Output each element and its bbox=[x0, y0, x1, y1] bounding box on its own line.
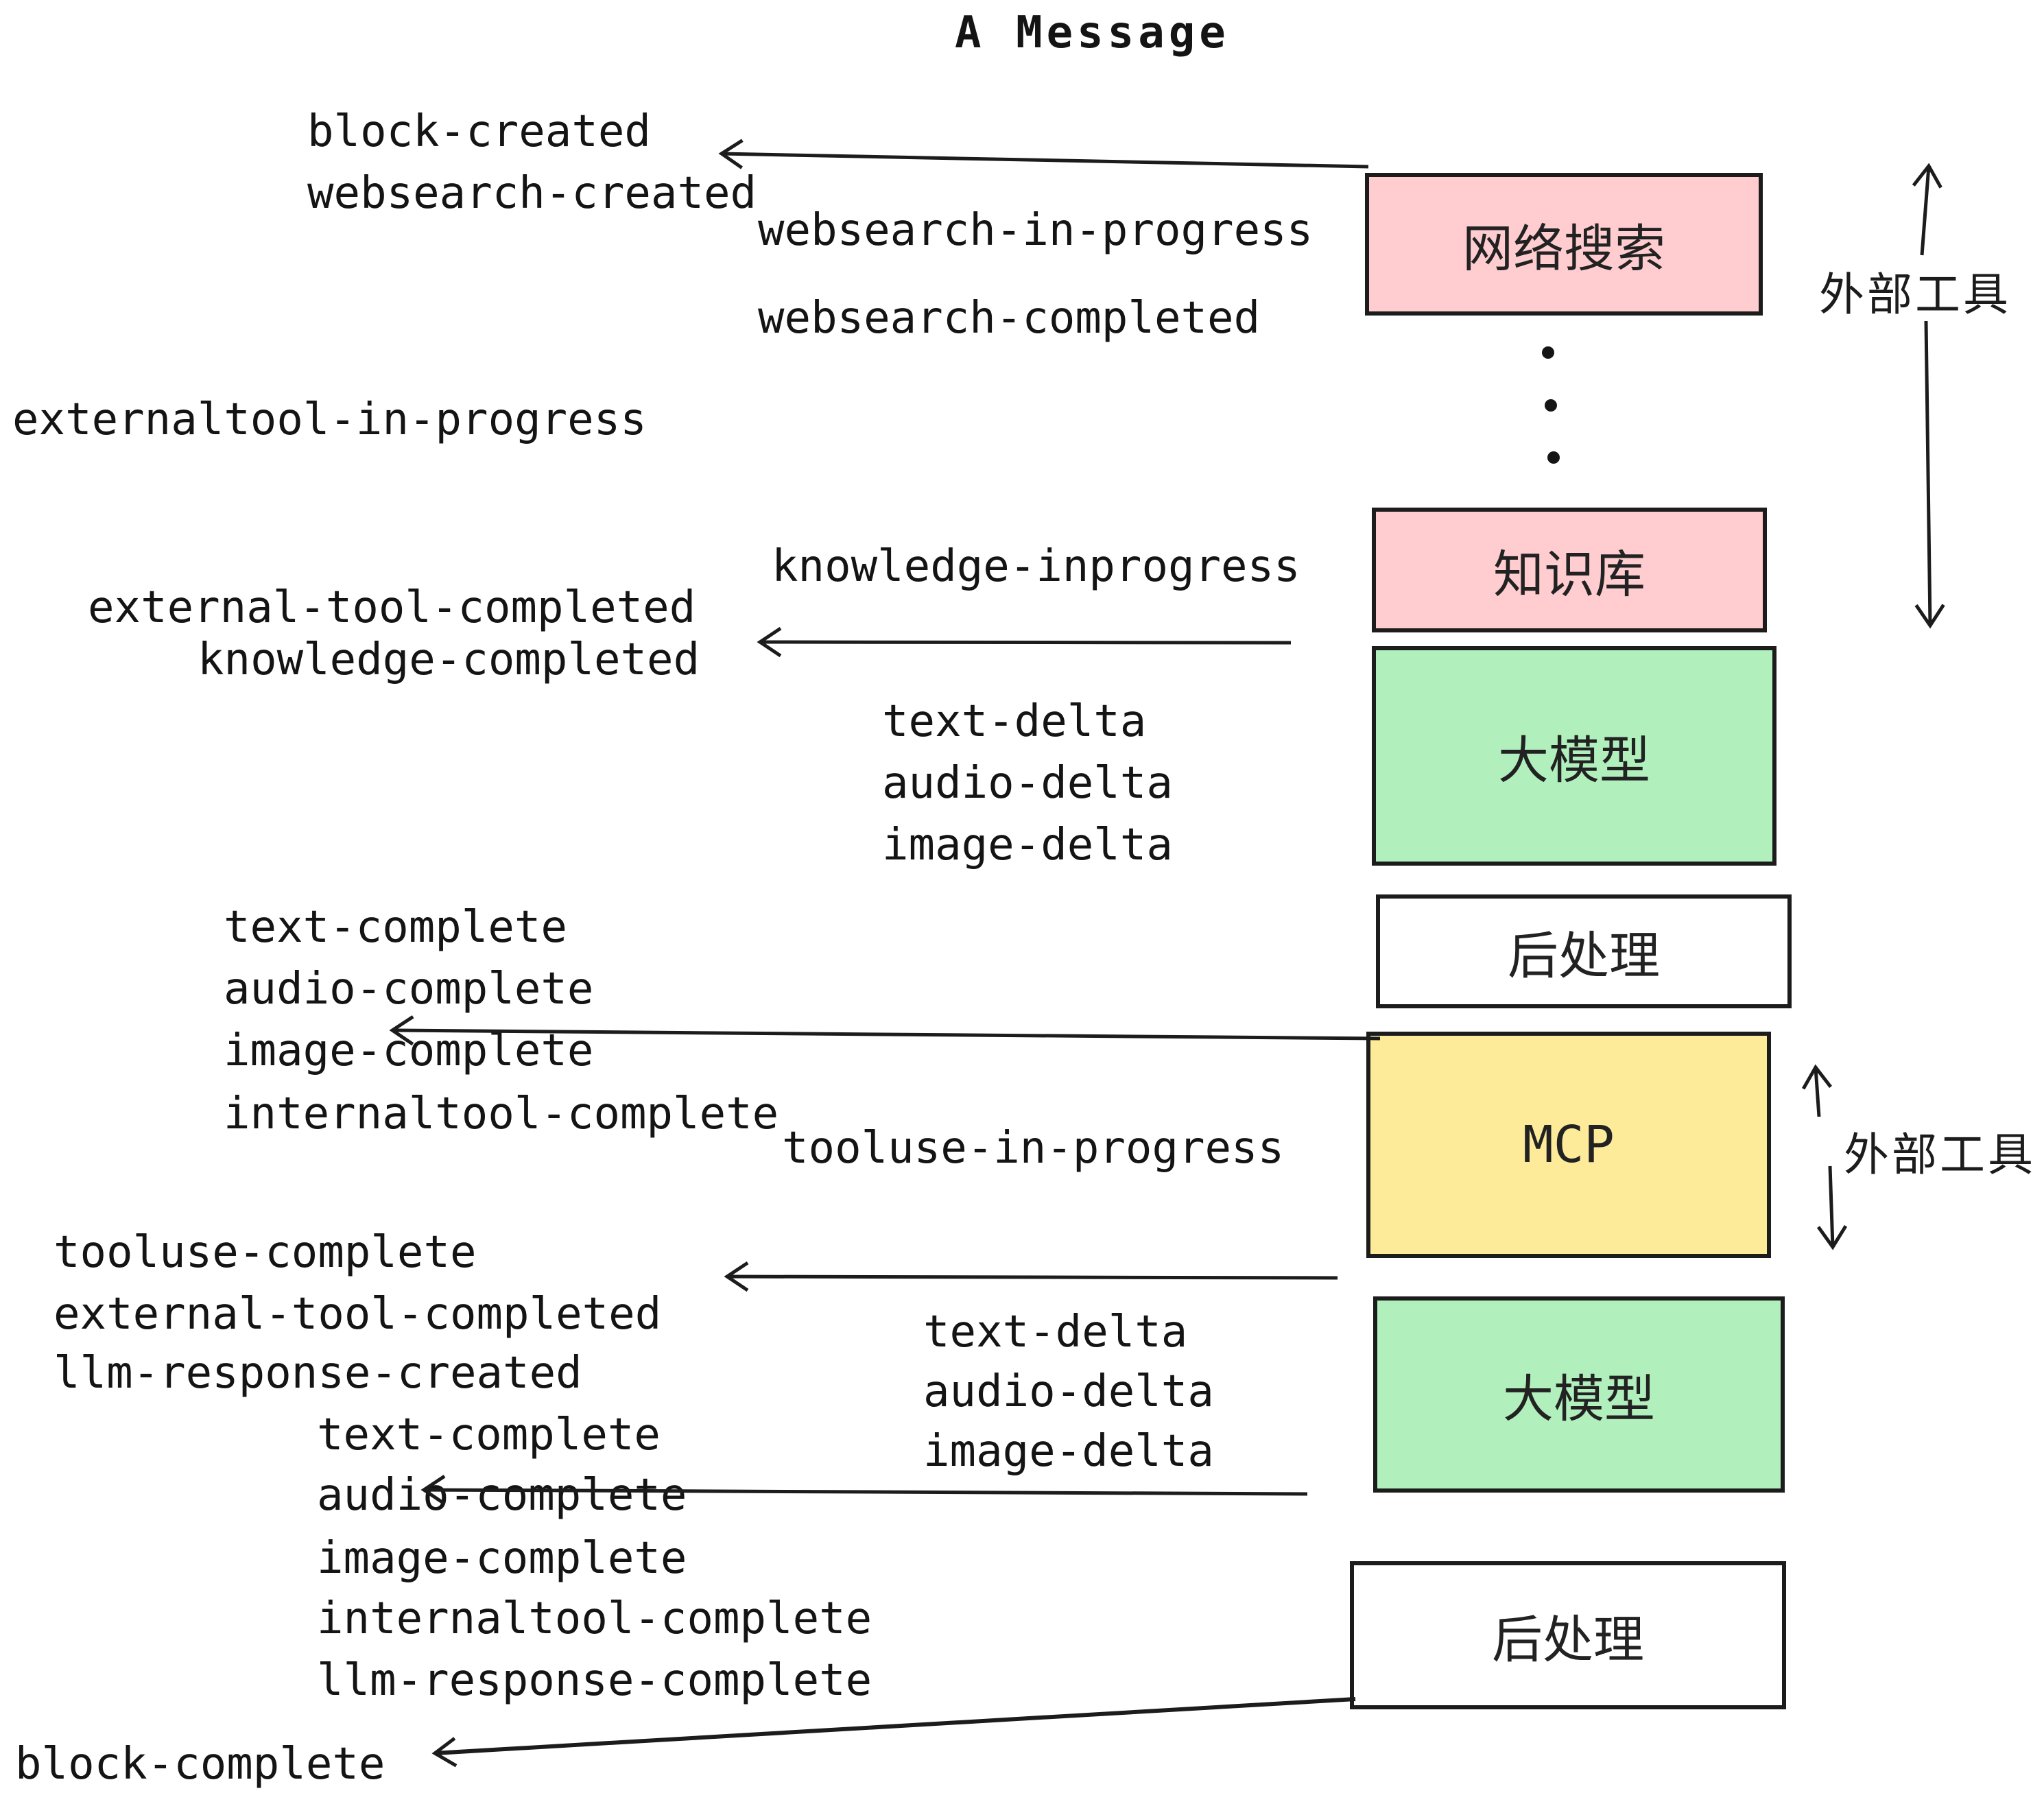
event-tooluse-in-progress: tooluse-in-progress bbox=[782, 1123, 1285, 1174]
event-internaltool-complete-2: internaltool-complete bbox=[317, 1593, 872, 1644]
box-knowledge: 知识库 bbox=[1372, 508, 1767, 632]
event-image-delta-1: image-delta bbox=[882, 820, 1173, 870]
event-audio-delta-2: audio-delta bbox=[923, 1366, 1214, 1417]
external-tools-down-arrow-bottom bbox=[1816, 1165, 1848, 1250]
external-tools-down-arrow-top bbox=[1914, 320, 1945, 629]
arrow-postprocess-to-block-complete bbox=[431, 1697, 1356, 1768]
event-external-tool-completed-2: external-tool-completed bbox=[54, 1289, 662, 1340]
event-tooluse-complete: tooluse-complete bbox=[54, 1227, 477, 1278]
external-tools-up-arrow-bottom bbox=[1801, 1064, 1833, 1117]
event-text-complete-2: text-complete bbox=[317, 1410, 661, 1460]
event-internaltool-complete-1: internaltool-complete bbox=[224, 1089, 779, 1139]
box-mcp-label: MCP bbox=[1523, 1115, 1615, 1174]
box-postprocess-2: 后处理 bbox=[1350, 1561, 1786, 1709]
event-llm-response-created: llm-response-created bbox=[54, 1348, 582, 1399]
box-postprocess-1-label: 后处理 bbox=[1508, 926, 1660, 986]
event-websearch-in-progress: websearch-in-progress bbox=[758, 205, 1314, 256]
external-tools-label-top: 外部工具 bbox=[1819, 268, 2011, 321]
event-audio-complete-1: audio-complete bbox=[224, 964, 594, 1014]
box-postprocess-2-label: 后处理 bbox=[1492, 1610, 1644, 1670]
event-llm-response-complete: llm-response-complete bbox=[317, 1655, 872, 1706]
ellipsis-dot bbox=[1542, 346, 1554, 359]
event-knowledge-completed: knowledge-completed bbox=[198, 634, 700, 685]
event-image-complete-2: image-complete bbox=[317, 1533, 687, 1584]
box-llm-1-label: 大模型 bbox=[1498, 731, 1650, 790]
arrow-to-knowledge-completed bbox=[757, 626, 1292, 658]
event-image-delta-2: image-delta bbox=[923, 1426, 1214, 1477]
event-text-delta-2: text-delta bbox=[923, 1307, 1188, 1357]
event-externaltool-in-progress: externaltool-in-progress bbox=[12, 394, 647, 445]
ellipsis-dot bbox=[1545, 399, 1557, 412]
box-mcp: MCP bbox=[1366, 1032, 1771, 1258]
diagram-title: A Message bbox=[955, 8, 1230, 58]
event-image-complete-1: image-complete bbox=[224, 1025, 594, 1076]
box-llm-2-label: 大模型 bbox=[1503, 1369, 1655, 1429]
ellipsis-dot bbox=[1547, 451, 1560, 464]
event-websearch-created: websearch-created bbox=[307, 168, 757, 219]
box-llm-2: 大模型 bbox=[1373, 1296, 1785, 1493]
arrow-to-tooluse-complete bbox=[724, 1261, 1338, 1292]
event-external-tool-completed-1: external-tool-completed bbox=[88, 582, 696, 633]
box-postprocess-1: 后处理 bbox=[1376, 894, 1792, 1008]
event-audio-delta-1: audio-delta bbox=[882, 758, 1173, 809]
external-tools-up-arrow-top bbox=[1912, 163, 1942, 256]
event-websearch-completed: websearch-completed bbox=[758, 293, 1261, 344]
box-llm-1: 大模型 bbox=[1372, 646, 1776, 866]
event-block-created: block-created bbox=[307, 106, 651, 157]
event-text-delta-1: text-delta bbox=[882, 696, 1147, 747]
box-websearch: 网络搜索 bbox=[1365, 173, 1763, 316]
arrow-websearch-to-block-created bbox=[718, 139, 1369, 169]
event-audio-complete-2: audio-complete bbox=[317, 1470, 687, 1521]
box-knowledge-label: 知识库 bbox=[1493, 545, 1645, 604]
external-tools-label-bottom: 外部工具 bbox=[1844, 1128, 2036, 1181]
event-block-complete: block-complete bbox=[15, 1739, 385, 1790]
event-text-complete-1: text-complete bbox=[224, 902, 567, 953]
box-websearch-label: 网络搜索 bbox=[1462, 219, 1665, 278]
event-knowledge-inprogress: knowledge-inprogress bbox=[772, 541, 1300, 592]
